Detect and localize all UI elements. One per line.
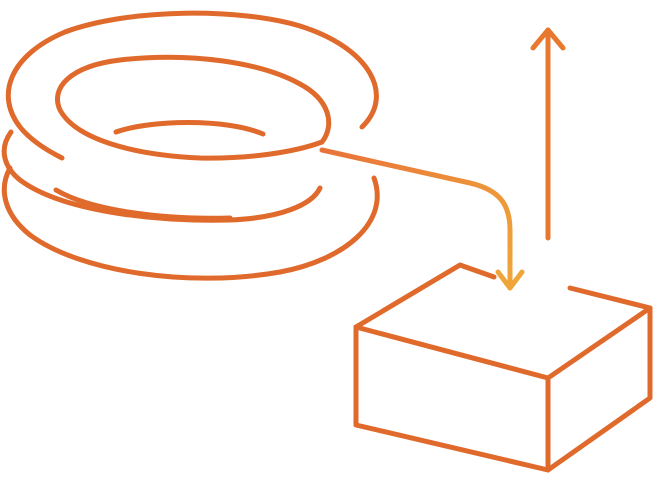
box-front-top-edge	[353, 324, 551, 381]
coil-middle-inner	[53, 187, 233, 221]
coil-top-inner	[55, 54, 332, 161]
coil-hole-arc	[113, 120, 266, 137]
box-front-face	[353, 324, 551, 473]
up-arrow-icon	[530, 27, 566, 241]
box-right-face	[545, 305, 653, 473]
insert-arrowhead-left	[495, 269, 513, 291]
box-top-right-edge	[567, 285, 653, 311]
coil-top-outer	[5, 10, 379, 161]
coil-bottom-outer	[1, 165, 380, 281]
insert-arrowhead-right	[507, 269, 525, 291]
insert-arrow-icon	[319, 147, 525, 291]
coil-icon	[1, 10, 380, 281]
insert-arrow-line	[319, 147, 513, 288]
box-icon	[353, 262, 653, 473]
box-right-top-edge	[545, 305, 653, 381]
box-top-left-edge	[353, 262, 497, 330]
coil-middle-left	[1, 129, 323, 223]
up-arrow-head	[530, 27, 566, 51]
